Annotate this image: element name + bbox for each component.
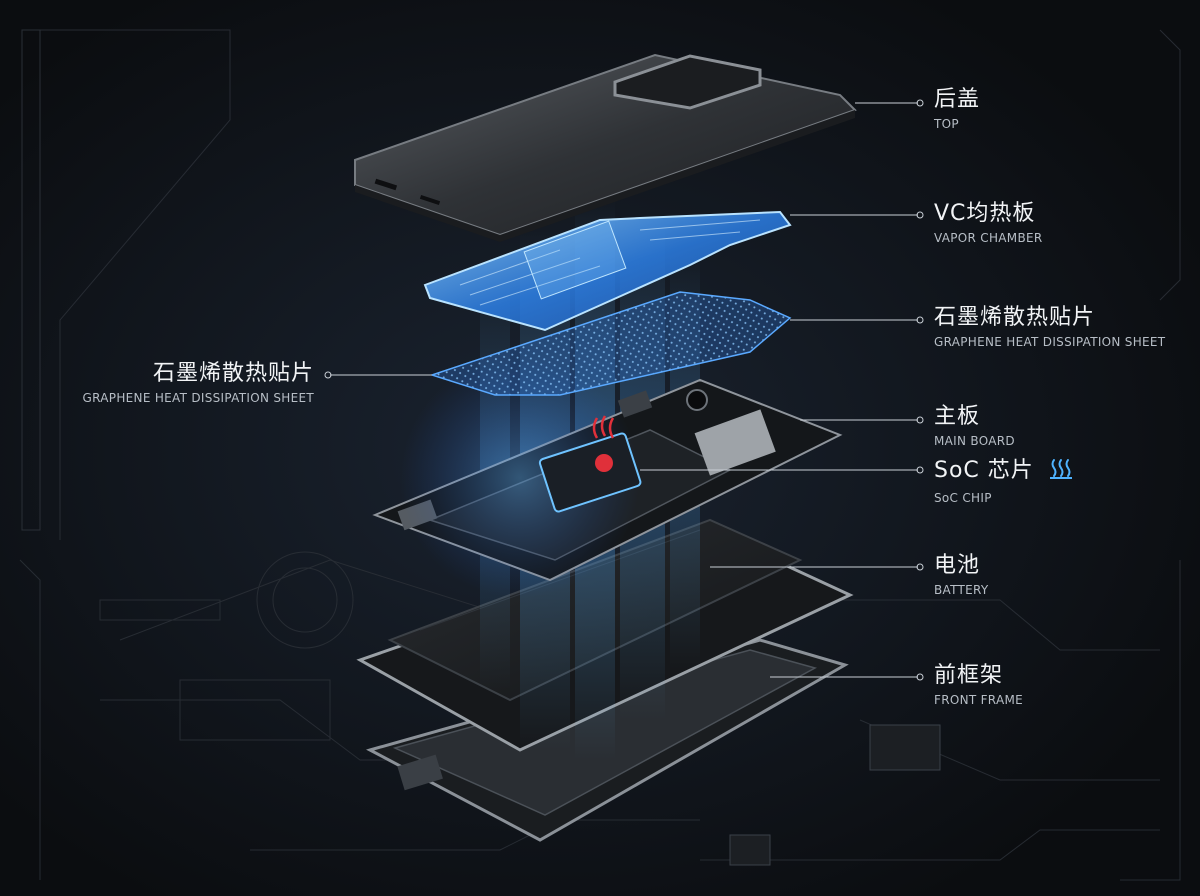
label-front-frame: 前框架 FRONT FRAME bbox=[934, 663, 1024, 708]
leader-lines bbox=[324, 99, 924, 681]
component-icon-background bbox=[729, 834, 771, 866]
label-graphene-left: 石墨烯散热贴片 GRAPHENE HEAT DISSIPATION SHEET bbox=[60, 361, 314, 406]
label-zh: 前框架 bbox=[934, 663, 1004, 688]
label-en: TOP bbox=[934, 117, 959, 132]
label-battery: 电池 BATTERY bbox=[934, 553, 989, 598]
side-bar-left bbox=[21, 29, 41, 531]
heat-waves-icon bbox=[1048, 456, 1074, 486]
label-back-cover: 后盖 TOP bbox=[934, 87, 981, 132]
label-main-board: 主板 MAIN BOARD bbox=[934, 404, 1015, 449]
chip-icon-background bbox=[869, 724, 941, 771]
label-en: SoC CHIP bbox=[934, 491, 992, 506]
label-zh: 石墨烯散热贴片 bbox=[934, 305, 1096, 330]
label-graphene-right: 石墨烯散热贴片 GRAPHENE HEAT DISSIPATION SHEET bbox=[934, 305, 1166, 350]
label-zh: 主板 bbox=[934, 404, 981, 429]
label-zh: 后盖 bbox=[934, 87, 981, 112]
back-cover-layer bbox=[354, 53, 857, 242]
label-en: VAPOR CHAMBER bbox=[934, 231, 1043, 246]
label-zh: VC均热板 bbox=[934, 201, 1036, 226]
label-zh: SoC 芯片 bbox=[934, 458, 1034, 483]
label-en: FRONT FRAME bbox=[934, 693, 1024, 708]
vapor-chamber-layer bbox=[423, 210, 792, 332]
graphene-sheet-layer bbox=[429, 291, 792, 396]
label-vapor-chamber: VC均热板 VAPOR CHAMBER bbox=[934, 201, 1043, 246]
label-en: GRAPHENE HEAT DISSIPATION SHEET bbox=[934, 335, 1166, 350]
label-zh: 电池 bbox=[934, 553, 981, 578]
label-en: GRAPHENE HEAT DISSIPATION SHEET bbox=[82, 391, 314, 406]
label-en: BATTERY bbox=[934, 583, 989, 598]
label-soc-chip: SoC 芯片 SoC CHIP bbox=[934, 456, 1074, 505]
label-zh: 石墨烯散热贴片 bbox=[152, 361, 314, 386]
label-en: MAIN BOARD bbox=[934, 434, 1015, 449]
main-board-layer bbox=[372, 358, 843, 598]
